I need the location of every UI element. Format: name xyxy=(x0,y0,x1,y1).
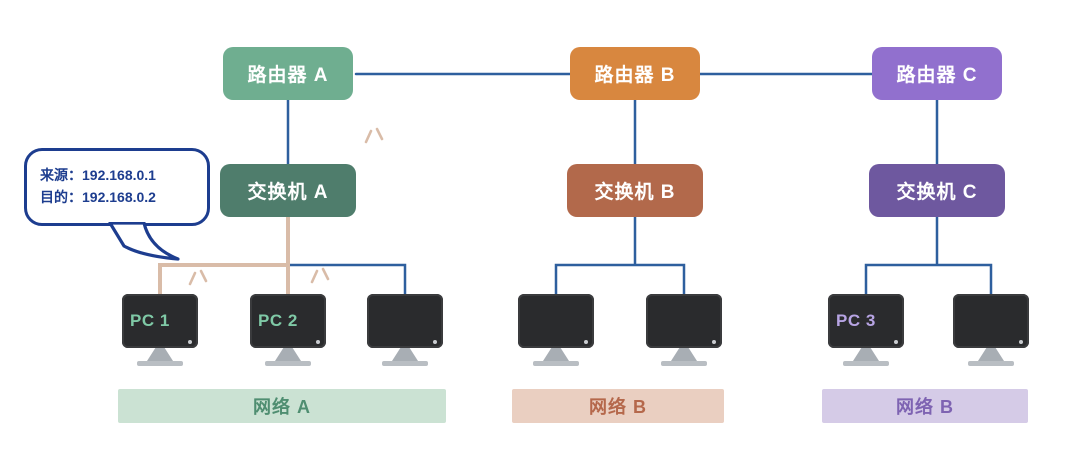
pc-3-screen: PC 3 xyxy=(828,294,904,348)
sparkle-icon xyxy=(310,267,330,284)
router-c-label: 路由器 C xyxy=(896,65,978,86)
blue-links xyxy=(286,72,993,296)
sparkle-strokes xyxy=(364,127,384,144)
monitor-stand xyxy=(147,348,173,361)
monitor-base xyxy=(843,361,889,366)
pc-1: PC 1 xyxy=(122,294,198,366)
monitor-base xyxy=(265,361,311,366)
packet-source-text: 来源：192.168.0.1 xyxy=(40,167,156,184)
sparkle-strokes xyxy=(310,267,330,284)
monitor-base xyxy=(661,361,707,366)
pc-c2-screen xyxy=(953,294,1029,348)
monitor-base xyxy=(382,361,428,366)
monitor-stand xyxy=(392,348,418,361)
monitor-stand xyxy=(275,348,301,361)
pc-3: PC 3 xyxy=(828,294,904,366)
link-switch-c-pcs xyxy=(864,215,993,296)
pc-1-screen: PC 1 xyxy=(122,294,198,348)
network-b-label: 网络 B xyxy=(589,397,647,417)
pc-a3 xyxy=(367,294,443,366)
packet-callout-bubble: 来源：192.168.0.1 目的：192.168.0.2 xyxy=(24,148,210,226)
pc-c2 xyxy=(953,294,1029,366)
monitor-stand xyxy=(671,348,697,361)
router-b-label: 路由器 B xyxy=(594,65,676,86)
pc-b1-screen xyxy=(518,294,594,348)
monitor-base xyxy=(533,361,579,366)
power-dot-icon xyxy=(894,340,898,344)
pc-2: PC 2 xyxy=(250,294,326,366)
pc-b2-screen xyxy=(646,294,722,348)
pc-3-label: PC 3 xyxy=(836,311,876,330)
router-c: 路由器 C xyxy=(872,47,1002,100)
monitor-stand xyxy=(543,348,569,361)
power-dot-icon xyxy=(712,340,716,344)
network-c-label: 网络 B xyxy=(896,397,954,417)
network-a-label: 网络 A xyxy=(253,397,311,417)
power-dot-icon xyxy=(584,340,588,344)
link-switch-b-pcs xyxy=(554,215,686,296)
pc-b1 xyxy=(518,294,594,366)
pc-b2 xyxy=(646,294,722,366)
callout-tail xyxy=(108,222,180,261)
link-switch-a-pc3 xyxy=(286,263,407,296)
packet-destination-text: 目的：192.168.0.2 xyxy=(40,189,156,205)
monitor-base xyxy=(968,361,1014,366)
router-a: 路由器 A xyxy=(223,47,353,100)
link-switch-a-pc1-pc2-highlight xyxy=(158,215,290,296)
pc-2-label: PC 2 xyxy=(258,311,298,330)
highlighted-packet-path xyxy=(158,215,290,296)
monitor-stand xyxy=(978,348,1004,361)
switch-a: 交换机 A xyxy=(220,164,356,217)
network-b-band: 网络 B xyxy=(512,389,724,423)
power-dot-icon xyxy=(1019,340,1023,344)
switch-c: 交换机 C xyxy=(869,164,1005,217)
switch-b-label: 交换机 B xyxy=(594,182,676,203)
callout-tail-shape xyxy=(108,222,180,261)
router-a-label: 路由器 A xyxy=(247,65,329,86)
switch-a-label: 交换机 A xyxy=(247,182,329,203)
sparkle-strokes xyxy=(188,269,208,286)
sparkle-icon xyxy=(364,127,384,144)
switch-c-label: 交换机 C xyxy=(896,182,978,203)
network-c-band: 网络 B xyxy=(822,389,1028,423)
monitor-base xyxy=(137,361,183,366)
pc-2-screen: PC 2 xyxy=(250,294,326,348)
power-dot-icon xyxy=(188,340,192,344)
monitor-stand xyxy=(853,348,879,361)
power-dot-icon xyxy=(433,340,437,344)
sparkle-icon xyxy=(188,269,208,286)
power-dot-icon xyxy=(316,340,320,344)
pc-1-label: PC 1 xyxy=(130,311,170,330)
switch-b: 交换机 B xyxy=(567,164,703,217)
router-b: 路由器 B xyxy=(570,47,700,100)
pc-a3-screen xyxy=(367,294,443,348)
network-a-band: 网络 A xyxy=(118,389,446,423)
